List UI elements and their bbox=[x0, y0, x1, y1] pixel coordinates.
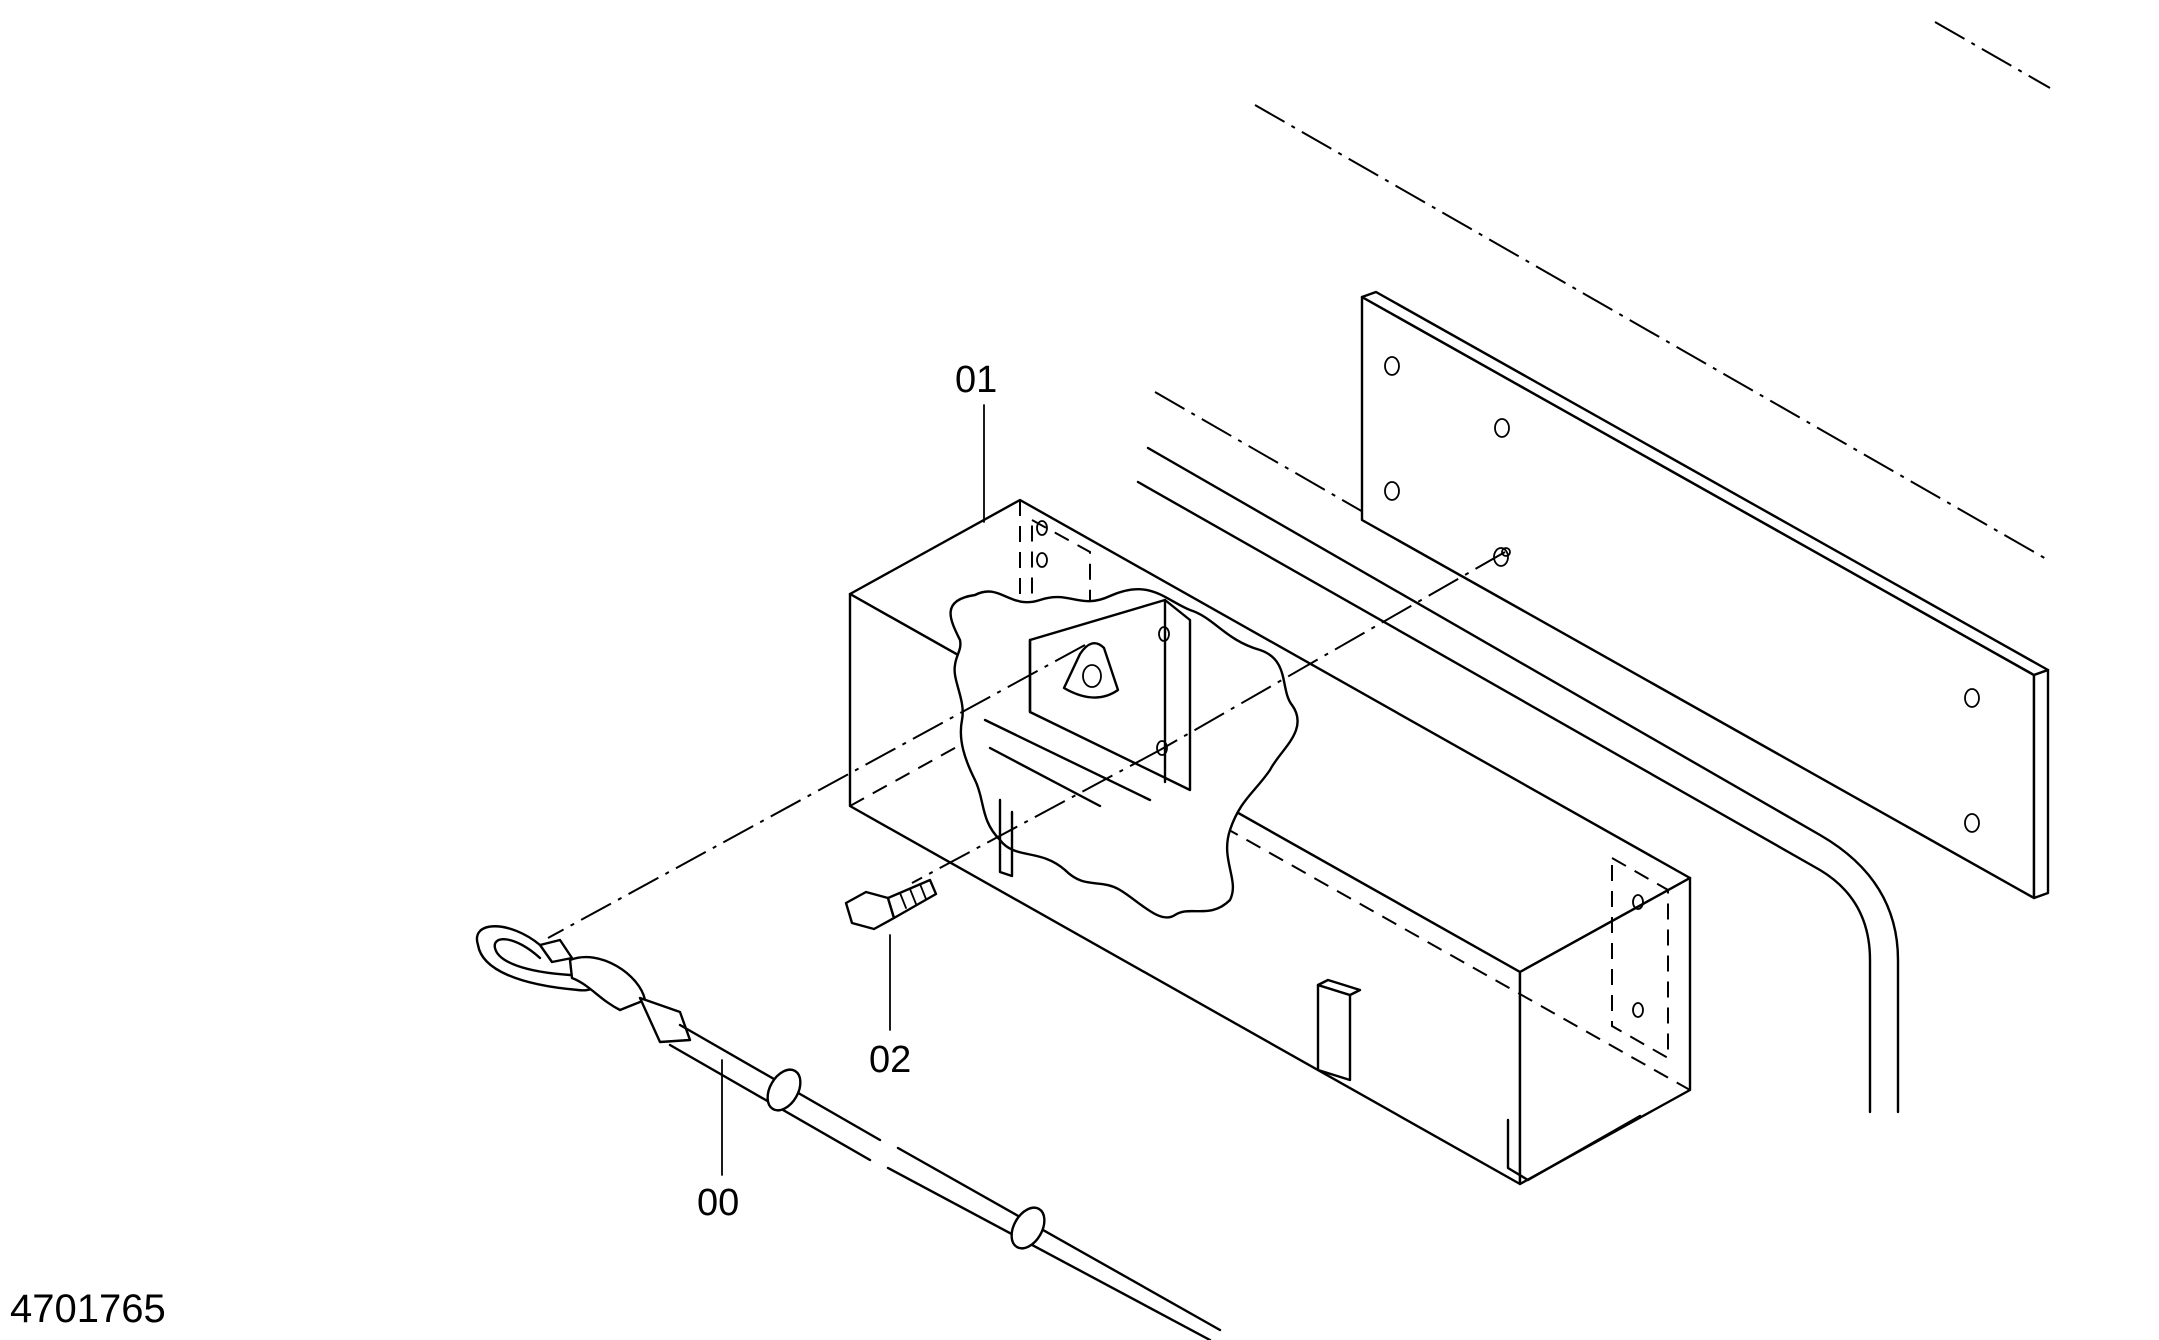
callout-00: 00 bbox=[697, 1182, 739, 1224]
rope-assembly bbox=[475, 925, 1222, 1340]
assembly-lines bbox=[547, 547, 1511, 939]
bolt bbox=[844, 878, 938, 931]
figure-number: 4701765 bbox=[10, 1287, 166, 1331]
callout-02: 02 bbox=[869, 1039, 911, 1081]
mounting-plate bbox=[1360, 290, 2050, 900]
callout-01: 01 bbox=[955, 359, 997, 401]
leader-lines bbox=[721, 404, 985, 1176]
